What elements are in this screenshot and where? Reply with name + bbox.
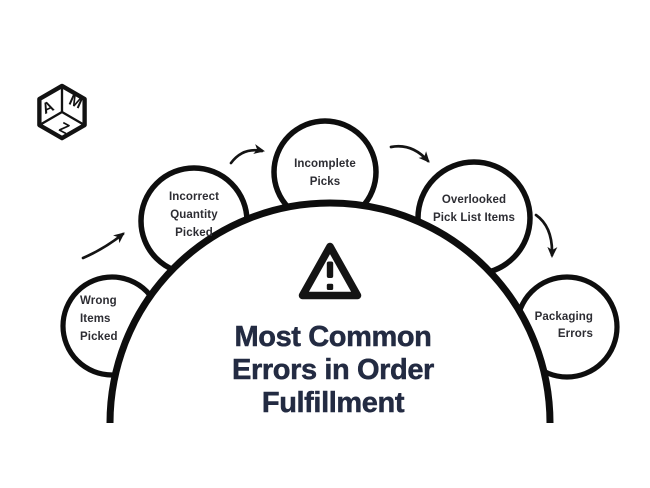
logo-letter-m: M	[66, 92, 85, 113]
label-line: Wrong	[80, 295, 117, 307]
exclamation-bar	[326, 261, 334, 278]
bubble-label-packaging-errors: Packaging Errors	[503, 309, 593, 343]
label-line: Picks	[309, 176, 341, 188]
curved-arrow-icon-4	[534, 213, 558, 258]
bubble-label-wrong-items-picked: Wrong Items Picked	[80, 292, 118, 346]
label-line: Picked	[175, 227, 213, 239]
warning-triangle-icon	[298, 242, 362, 300]
page-title: Most Common Errors in Order Fulfillment	[158, 321, 508, 420]
title-line-3: Fulfillment	[261, 387, 405, 420]
dome-arc	[106, 199, 554, 424]
bubble-label-overlooked-pick-list-items: Overlooked Pick List Items	[409, 191, 539, 227]
label-line: Packaging	[534, 311, 593, 323]
bubble-label-incomplete-picks: Incomplete Picks	[268, 155, 382, 191]
bubble-label-incorrect-quantity-picked: Incorrect Quantity Picked	[139, 188, 249, 242]
curved-arrow-icon-1	[81, 232, 125, 260]
label-line: Incomplete	[294, 158, 356, 170]
curved-arrow-icon-3	[389, 144, 430, 163]
label-line: Errors	[557, 328, 593, 340]
title-line-2: Errors in Order	[232, 354, 435, 387]
logo-cube-seams	[38, 85, 86, 127]
curved-arrow-icon-2	[229, 144, 265, 165]
label-line: Pick List Items	[432, 212, 516, 224]
label-line: Picked	[80, 331, 118, 343]
amz-logo: A M Z	[37, 83, 87, 141]
label-line: Incorrect	[168, 191, 220, 203]
exclamation-dot	[326, 283, 334, 290]
label-line: Quantity	[170, 209, 218, 221]
title-line-1: Most Common	[234, 321, 432, 354]
label-line: Overlooked	[441, 194, 507, 206]
label-line: Items	[80, 313, 111, 325]
